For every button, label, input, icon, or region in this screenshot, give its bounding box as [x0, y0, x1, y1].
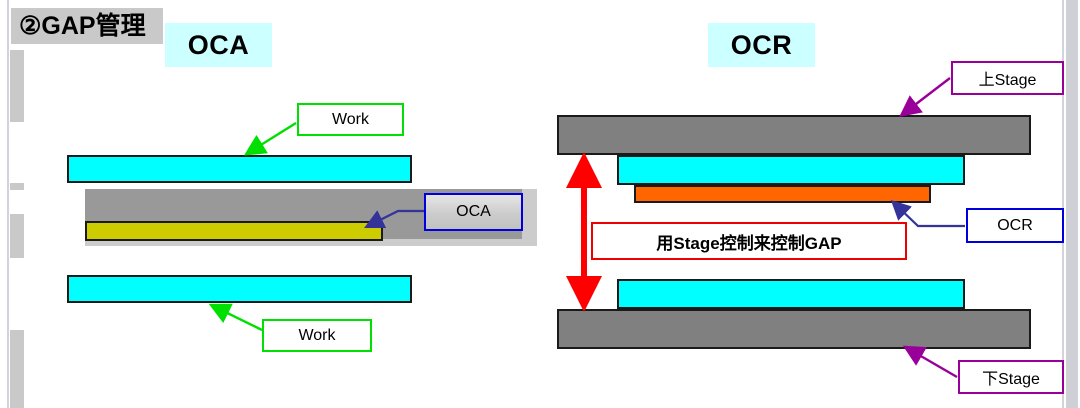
oca-adhesive-layer: [85, 221, 383, 241]
callout-work-bottom[interactable]: Work: [262, 319, 372, 352]
oca-bottom-work-plate: [67, 275, 412, 303]
ocr-upper-work-plate: [617, 155, 965, 185]
ocr-resin-layer: [634, 185, 931, 203]
page-title: ②GAP管理: [19, 11, 146, 40]
callout-work-top[interactable]: Work: [297, 103, 404, 136]
ocr-lower-work-plate: [617, 279, 965, 309]
left-edge-chip-4: [10, 330, 24, 408]
arrow-work-bottom: [208, 303, 263, 332]
oca-top-work-plate: [67, 155, 412, 183]
callout-upper-stage[interactable]: 上Stage: [951, 61, 1064, 95]
section-title-ocr: OCR: [708, 23, 815, 67]
ocr-upper-stage: [557, 115, 1031, 155]
callout-oca[interactable]: OCA: [424, 193, 523, 231]
left-edge-chip-2: [10, 183, 24, 190]
arrow-work-top: [243, 121, 297, 156]
left-edge-chip-1: [10, 50, 24, 122]
left-edge-chip-3: [10, 214, 24, 258]
arrow-lower-stage: [902, 345, 958, 379]
callout-lower-stage[interactable]: 下Stage: [958, 360, 1064, 394]
section-title-oca: OCA: [165, 23, 272, 67]
ocr-lower-stage: [557, 309, 1031, 349]
callout-ocr[interactable]: OCR: [966, 208, 1064, 243]
page-header: ②GAP管理: [11, 8, 163, 44]
right-edge-rule: [1062, 0, 1064, 408]
arrow-upper-stage: [899, 77, 951, 117]
right-edge-rail[interactable]: [1066, 0, 1078, 408]
left-edge-rule: [7, 0, 9, 408]
callout-gap-note[interactable]: 用Stage控制来控制GAP: [591, 222, 907, 260]
